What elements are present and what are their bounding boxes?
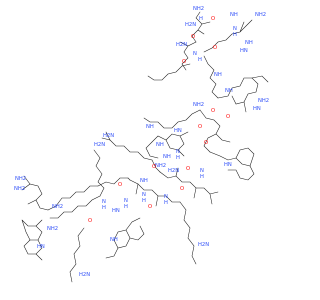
nitrogen-atom-label: H <box>200 174 204 180</box>
oxygen-atom-label: O <box>226 114 230 120</box>
nitrogen-atom-label: NH2 <box>193 6 204 12</box>
nitrogen-atom-label: H <box>164 200 168 206</box>
nitrogen-atom-label: NH2 <box>47 226 58 232</box>
nitrogen-atom-label: H2N <box>168 168 179 174</box>
nitrogen-atom-label: H <box>199 16 203 22</box>
nitrogen-atom-label: NH <box>146 124 154 130</box>
nitrogen-atom-label: N <box>102 199 106 205</box>
nitrogen-atom-label: NH2 <box>155 163 166 169</box>
oxygen-atom-label: O <box>180 186 184 192</box>
oxygen-atom-label: O <box>182 59 186 65</box>
nitrogen-atom-label: HN <box>174 128 182 134</box>
nitrogen-atom-label: H2N <box>176 42 187 48</box>
nitrogen-atom-label: H <box>176 155 180 161</box>
nitrogen-atom-label: HN <box>240 48 248 54</box>
nitrogen-atom-label: H2N <box>103 133 114 139</box>
nitrogen-atom-label: HN <box>253 106 261 112</box>
nitrogen-atom-label: H <box>102 205 106 211</box>
oxygen-atom-label: O <box>118 182 122 188</box>
oxygen-atom-label: O <box>204 140 208 146</box>
nitrogen-atom-label: H2N <box>79 272 90 278</box>
nitrogen-atom-label: N <box>142 192 146 198</box>
nitrogen-atom-label: H2N <box>185 22 196 28</box>
nitrogen-atom-label: N <box>124 198 128 204</box>
nitrogen-atom-label: H2N <box>198 242 209 248</box>
nitrogen-atom-label: NH2 <box>52 204 63 210</box>
oxygen-atom-label: O <box>198 124 202 130</box>
nitrogen-atom-label: NH2 <box>14 186 25 192</box>
nitrogen-atom-label: NH <box>110 237 118 243</box>
nitrogen-atom-label: NH2 <box>193 102 204 108</box>
nitrogen-atom-label: N <box>164 194 168 200</box>
oxygen-atom-label: O <box>213 45 217 51</box>
nitrogen-atom-label: HN <box>112 208 120 214</box>
nitrogen-atom-label: H <box>233 32 237 38</box>
oxygen-atom-label: O <box>88 218 92 224</box>
bond-network <box>21 11 269 283</box>
nitrogen-atom-label: N <box>193 51 197 57</box>
nitrogen-atom-label: N <box>200 168 204 174</box>
nitrogen-atom-label: NH2 <box>15 176 26 182</box>
oxygen-atom-label: O <box>152 164 156 170</box>
nitrogen-atom-label: NH <box>156 142 164 148</box>
nitrogen-atom-label: H <box>142 198 146 204</box>
nitrogen-atom-label: NH2 <box>255 12 266 18</box>
nitrogen-atom-label: H <box>198 57 202 63</box>
nitrogen-atom-label: N <box>233 26 237 32</box>
nitrogen-atom-label: H2N <box>94 142 105 148</box>
oxygen-atom-label: O <box>211 108 215 114</box>
oxygen-atom-label: O <box>191 34 195 40</box>
nitrogen-atom-label: HN <box>224 162 232 168</box>
nitrogen-atom-label: HN <box>37 244 45 250</box>
nitrogen-atom-label: NH <box>140 178 148 184</box>
nitrogen-atom-label: NH <box>245 40 253 46</box>
oxygen-atom-label: O <box>148 204 152 210</box>
nitrogen-atom-label: NH <box>214 72 222 78</box>
nitrogen-atom-label: NH <box>230 12 238 18</box>
oxygen-atom-label: O <box>211 16 215 22</box>
nitrogen-atom-label: NH2 <box>258 98 269 104</box>
oxygen-atom-label: O <box>186 166 190 172</box>
nitrogen-atom-label: N <box>176 149 180 155</box>
nitrogen-atom-label: NH <box>225 88 233 94</box>
nitrogen-atom-label: NH <box>163 154 171 160</box>
nitrogen-atom-label: H <box>124 204 128 210</box>
